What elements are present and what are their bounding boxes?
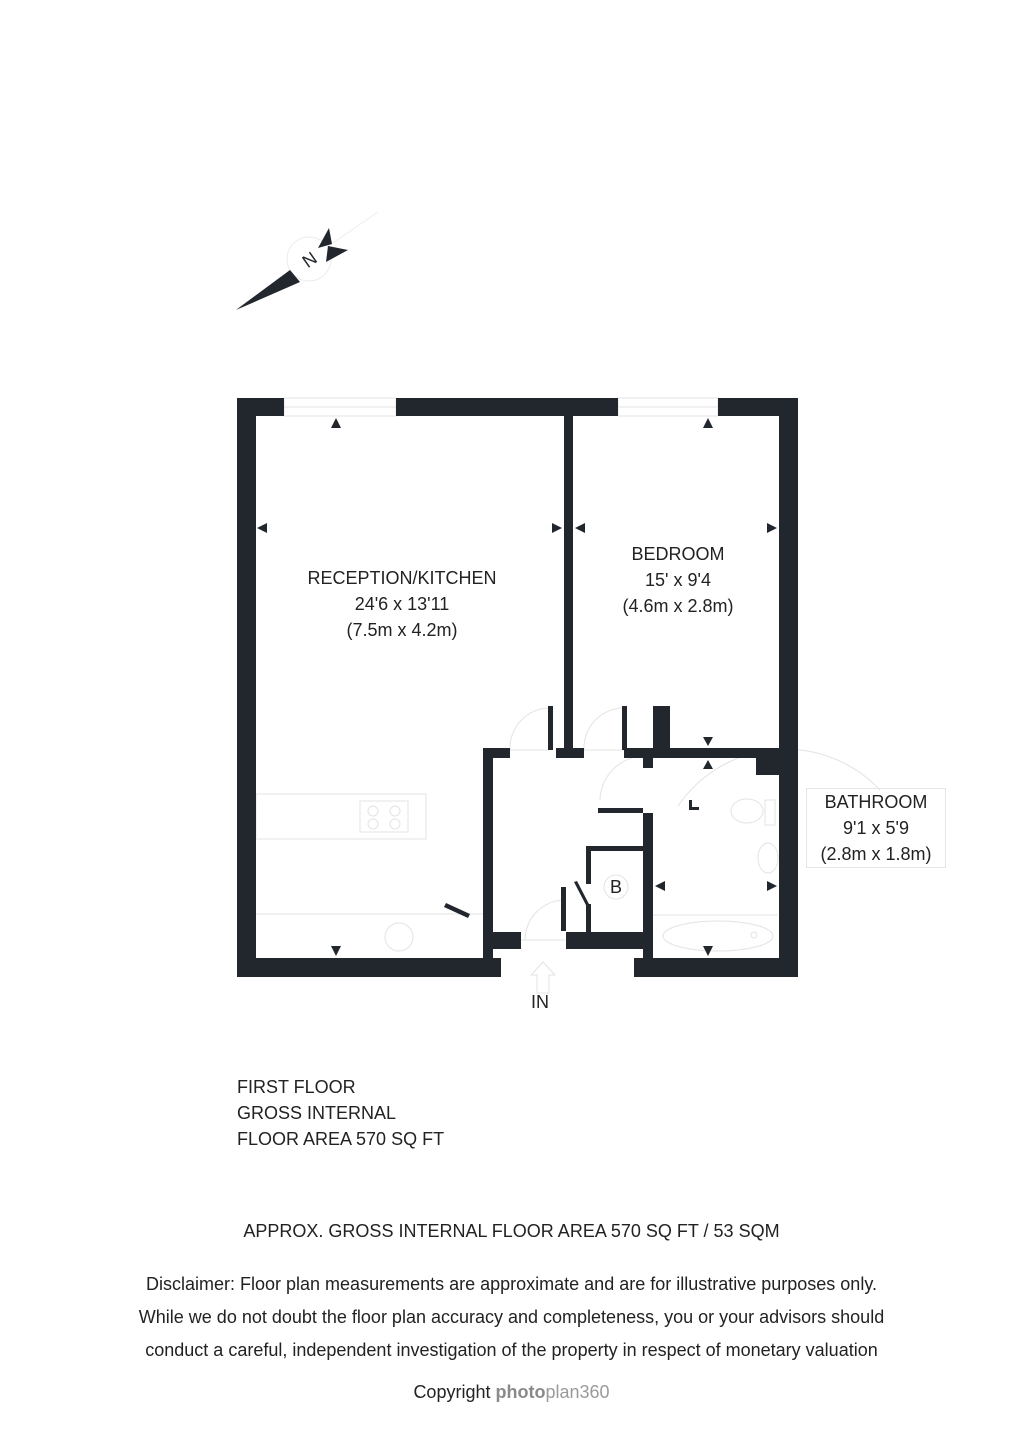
brand-logo: photoplan360 (495, 1382, 610, 1402)
room-label-bedroom: BEDROOM 15' x 9'4 (4.6m x 2.8m) (608, 541, 748, 619)
fixtures (255, 397, 881, 994)
floor-name: FIRST FLOOR (237, 1077, 356, 1097)
room-name: BATHROOM (824, 792, 928, 812)
room-dimensions-imperial: 9'1 x 5'9 (843, 818, 909, 838)
room-name: BEDROOM (631, 544, 725, 564)
room-label-bathroom: BATHROOM 9'1 x 5'9 (2.8m x 1.8m) (806, 788, 946, 868)
room-dimensions-imperial: 24'6 x 13'11 (354, 594, 450, 614)
disclaimer-line: Disclaimer: Floor plan measurements are … (146, 1274, 877, 1294)
floor-area-line-3: FLOOR AREA 570 SQ FT (237, 1129, 445, 1149)
disclaimer-line: conduct a careful, independent investiga… (145, 1340, 878, 1360)
floor-area-line-2: GROSS INTERNAL (237, 1103, 397, 1123)
entrance-label: IN (531, 992, 549, 1012)
room-dimensions-metric: (7.5m x 4.2m) (346, 620, 458, 640)
copyright-prefix: Copyright (413, 1382, 491, 1402)
north-arrow-icon: N (236, 211, 379, 310)
boiler-label: B (609, 877, 622, 897)
room-dimensions-imperial: 15' x 9'4 (645, 570, 711, 590)
room-label-reception-kitchen: RECEPTION/KITCHEN 24'6 x 13'11 (7.5m x 4… (292, 565, 512, 643)
disclaimer-line: While we do not doubt the floor plan acc… (138, 1307, 885, 1327)
copyright: Copyright photoplan360 (0, 1382, 1023, 1403)
approx-area: APPROX. GROSS INTERNAL FLOOR AREA 570 SQ… (243, 1221, 780, 1241)
room-name: RECEPTION/KITCHEN (307, 568, 497, 588)
floor-summary: FIRST FLOOR GROSS INTERNAL FLOOR AREA 57… (237, 1074, 444, 1152)
dimension-markers (257, 418, 777, 956)
room-dimensions-metric: (4.6m x 2.8m) (622, 596, 734, 616)
disclaimer: Disclaimer: Floor plan measurements are … (0, 1268, 1023, 1367)
walls (237, 398, 798, 977)
room-dimensions-metric: (2.8m x 1.8m) (820, 844, 932, 864)
